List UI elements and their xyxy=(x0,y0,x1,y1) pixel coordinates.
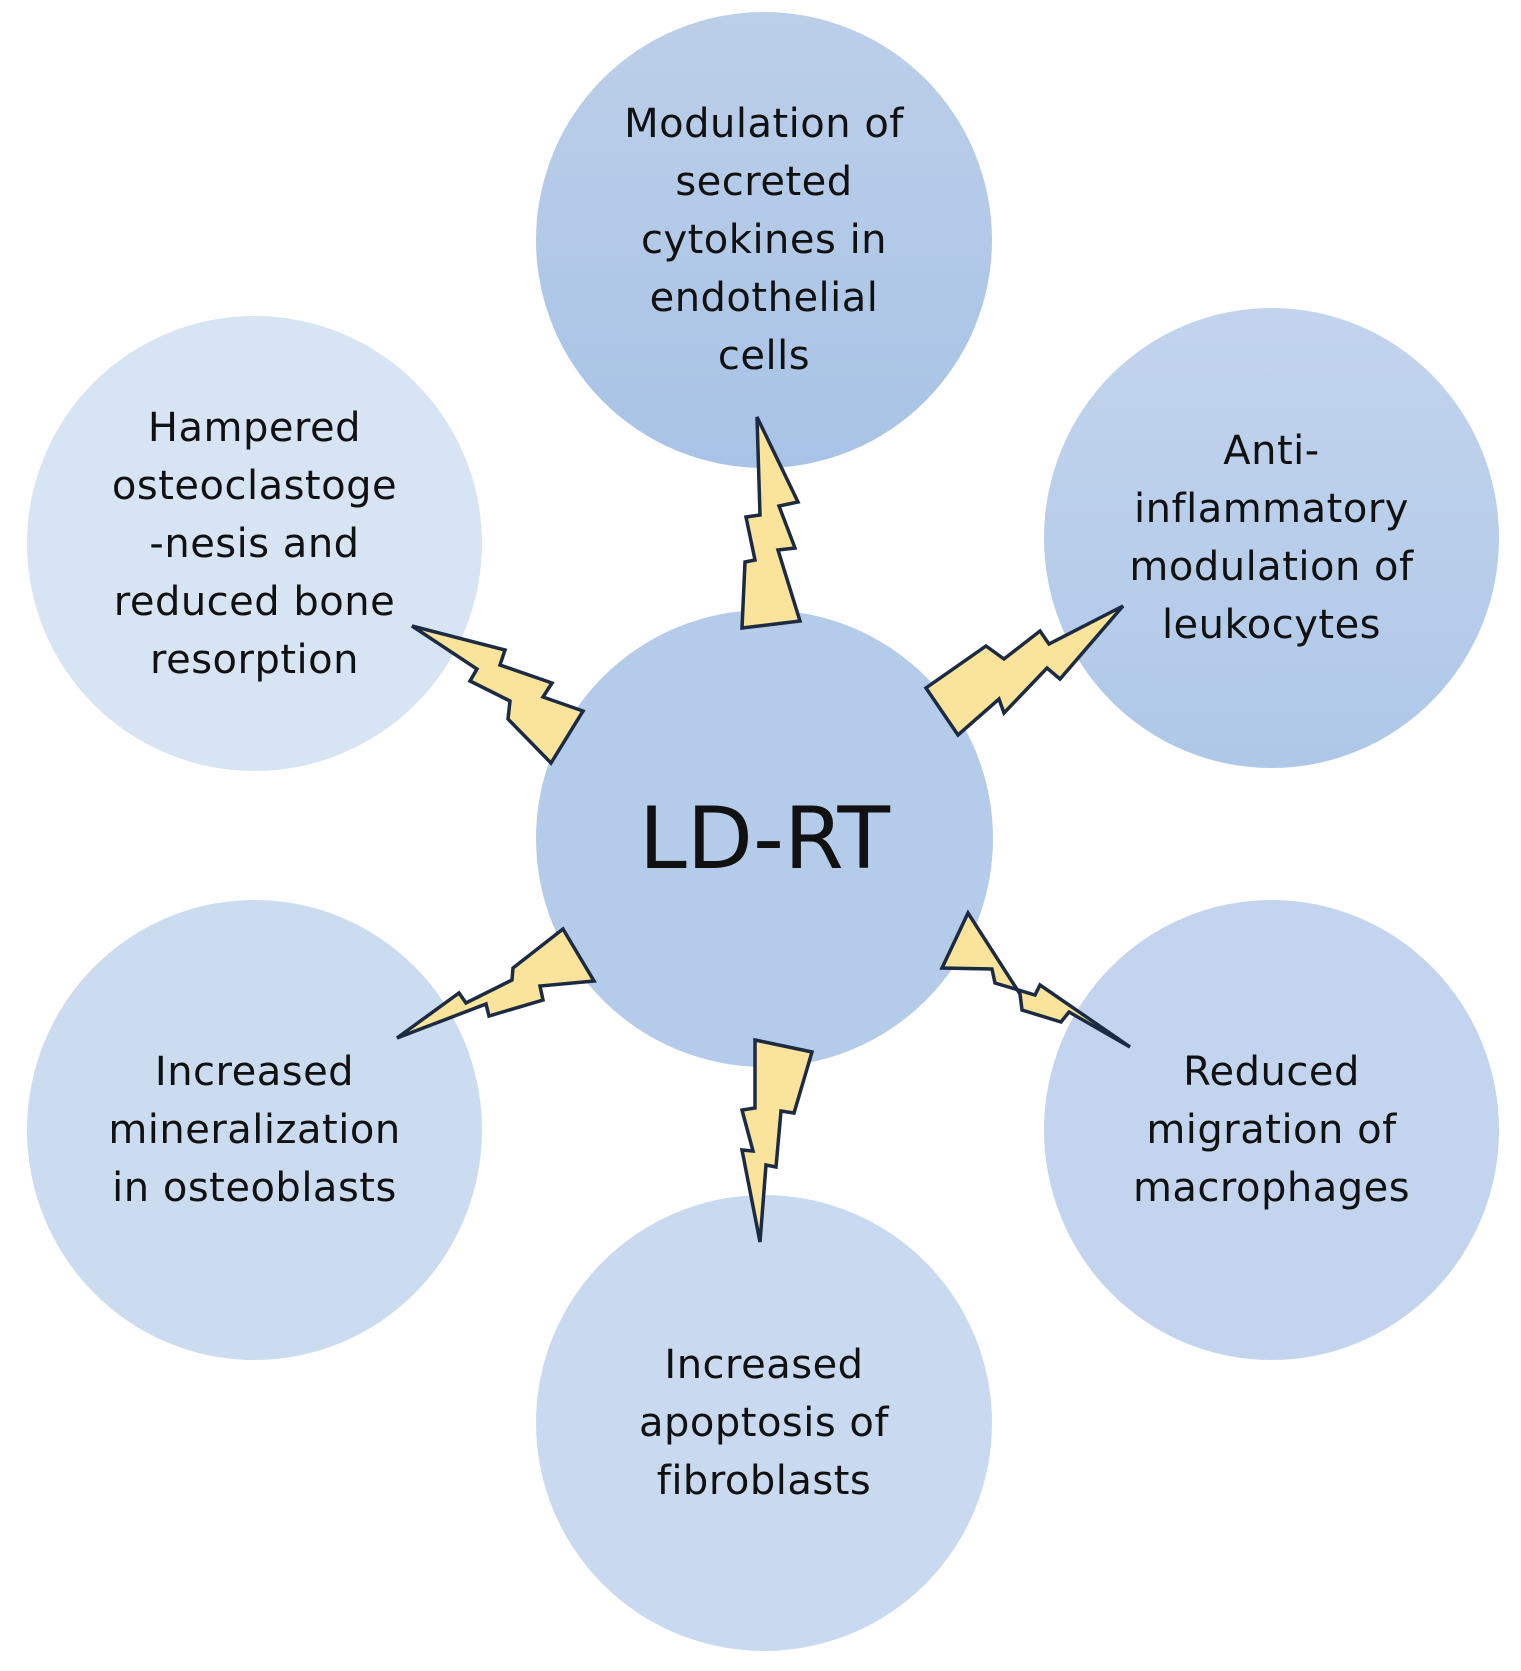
effect-circle-osteoblasts: Increased mineralization in osteoblasts xyxy=(27,900,482,1360)
effect-label-osteoclastogenesis: Hampered osteoclastoge -nesis and reduce… xyxy=(111,404,398,683)
effect-circle-macrophages: Reduced migration of macrophages xyxy=(1044,900,1499,1360)
center-circle-ld-rt: LD-RT xyxy=(536,610,993,1067)
effect-circle-fibroblasts: Increased apoptosis of fibroblasts xyxy=(536,1195,992,1651)
effect-label-leukocytes: Anti- inflammatory modulation of leukocy… xyxy=(1129,428,1414,648)
effect-circle-osteoclastogenesis: Hampered osteoclastoge -nesis and reduce… xyxy=(27,316,482,771)
effect-circle-cytokines: Modulation of secreted cytokines in endo… xyxy=(536,12,992,468)
effect-label-macrophages: Reduced migration of macrophages xyxy=(1132,1049,1411,1211)
center-label: LD-RT xyxy=(638,788,891,889)
effect-label-osteoblasts: Increased mineralization in osteoblasts xyxy=(108,1049,401,1211)
effect-circle-leukocytes: Anti- inflammatory modulation of leukocy… xyxy=(1044,308,1499,768)
effect-label-cytokines: Modulation of secreted cytokines in endo… xyxy=(624,101,904,379)
effect-label-fibroblasts: Increased apoptosis of fibroblasts xyxy=(639,1342,889,1504)
